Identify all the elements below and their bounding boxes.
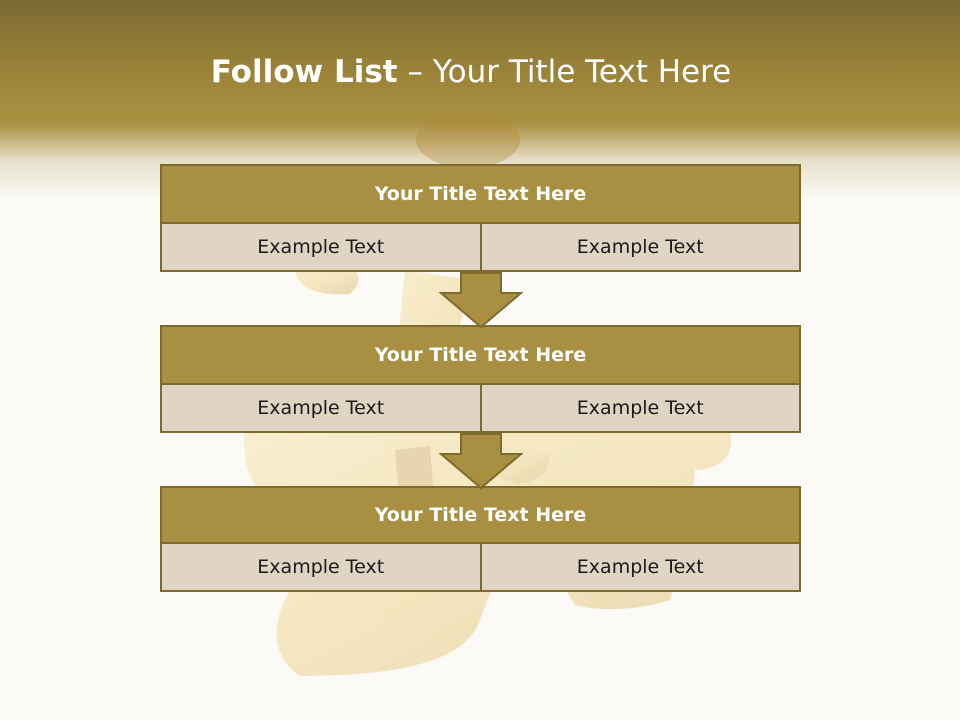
step-row: Example Text Example Text xyxy=(162,544,799,590)
step-row: Example Text Example Text xyxy=(162,224,799,270)
step-title: Your Title Text Here xyxy=(162,327,799,385)
step-cell-right: Example Text xyxy=(479,385,800,431)
step-box: Your Title Text Here Example Text Exampl… xyxy=(160,164,801,272)
slide-title: Follow List – Your Title Text Here xyxy=(0,54,942,90)
step-title: Your Title Text Here xyxy=(162,166,799,224)
down-arrow-icon xyxy=(439,272,523,328)
step-cell-left: Example Text xyxy=(257,556,385,578)
slide-title-rest: – Your Title Text Here xyxy=(397,54,732,90)
step-cell-left: Example Text xyxy=(257,397,385,419)
down-arrow-icon xyxy=(439,433,523,489)
step-title: Your Title Text Here xyxy=(162,488,799,544)
step-cell-right: Example Text xyxy=(479,224,800,270)
step-cell-left: Example Text xyxy=(257,236,385,258)
step-box: Your Title Text Here Example Text Exampl… xyxy=(160,325,801,433)
slide-title-bold: Follow List xyxy=(210,54,398,90)
step-box: Your Title Text Here Example Text Exampl… xyxy=(160,486,801,592)
step-cell-right: Example Text xyxy=(479,544,800,590)
step-row: Example Text Example Text xyxy=(162,385,799,431)
